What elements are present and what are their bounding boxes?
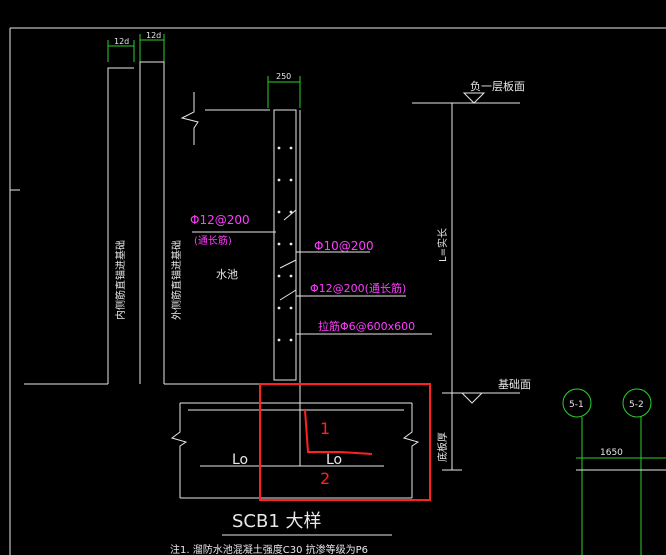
highlight-bar-stroke bbox=[304, 409, 373, 455]
label-phi10: Φ10@200 bbox=[314, 239, 374, 253]
tie-mark-2 bbox=[279, 259, 297, 269]
label-slab-thickness: 底板厚 bbox=[436, 432, 449, 462]
grid-dimension-text: 1650 bbox=[600, 448, 623, 458]
dimension-12d-left: 12d bbox=[107, 37, 135, 62]
slab-break-right bbox=[402, 403, 420, 498]
dim-text-12d-right: 12d bbox=[146, 31, 161, 40]
dim-text-250: 250 bbox=[276, 72, 291, 81]
label-pool: 水池 bbox=[216, 268, 238, 281]
tie-mark-3 bbox=[279, 289, 297, 301]
level-arrow-bottom bbox=[460, 392, 484, 404]
label-level-bottom: 基础面 bbox=[498, 378, 531, 391]
label-lo-right: Lo bbox=[326, 452, 342, 468]
label-phi12-inner: Φ12@200 bbox=[190, 213, 250, 227]
wall-outline bbox=[273, 109, 297, 381]
slab-break-left bbox=[170, 403, 188, 498]
rebar-dots bbox=[277, 146, 293, 342]
detail-title: SCB1 大样 bbox=[232, 511, 322, 532]
dimension-250: 250 bbox=[267, 72, 301, 108]
marker-two: 2 bbox=[320, 469, 330, 488]
tie-mark-1 bbox=[283, 209, 297, 221]
marker-one: 1 bbox=[320, 419, 330, 438]
inner-anchor-bar bbox=[107, 67, 134, 384]
dimension-12d-right: 12d bbox=[139, 31, 165, 62]
label-phi12-inner-note: (通长筋) bbox=[194, 234, 232, 247]
highlight-box bbox=[259, 383, 431, 501]
label-height: L=实长 bbox=[436, 228, 449, 262]
label-lo-left: Lo bbox=[232, 452, 248, 468]
grid-axis-circle-2 bbox=[622, 388, 652, 418]
grid-axis-circle-1 bbox=[562, 388, 592, 418]
label-tie: 拉筋Φ6@600x600 bbox=[318, 319, 415, 333]
dim-text-12d-left: 12d bbox=[114, 37, 129, 46]
wall-break-top bbox=[180, 92, 199, 145]
grid-axis-label-1: 5-1 bbox=[569, 400, 584, 410]
label-inner-anchor: 内侧筋直锚进基础 bbox=[114, 240, 127, 320]
grid-axis-label-2: 5-2 bbox=[629, 400, 644, 410]
label-level-top: 负一层板面 bbox=[470, 79, 525, 93]
label-outer-anchor: 外侧筋直锚进基础 bbox=[170, 240, 183, 320]
label-phi12-outer: Φ12@200(通长筋) bbox=[310, 281, 406, 295]
outer-anchor-bar bbox=[139, 61, 165, 384]
detail-note: 注1. 溜防水池混凝土强度C30 抗渗等级为P6 bbox=[170, 543, 368, 555]
level-arrow-top bbox=[462, 92, 486, 104]
